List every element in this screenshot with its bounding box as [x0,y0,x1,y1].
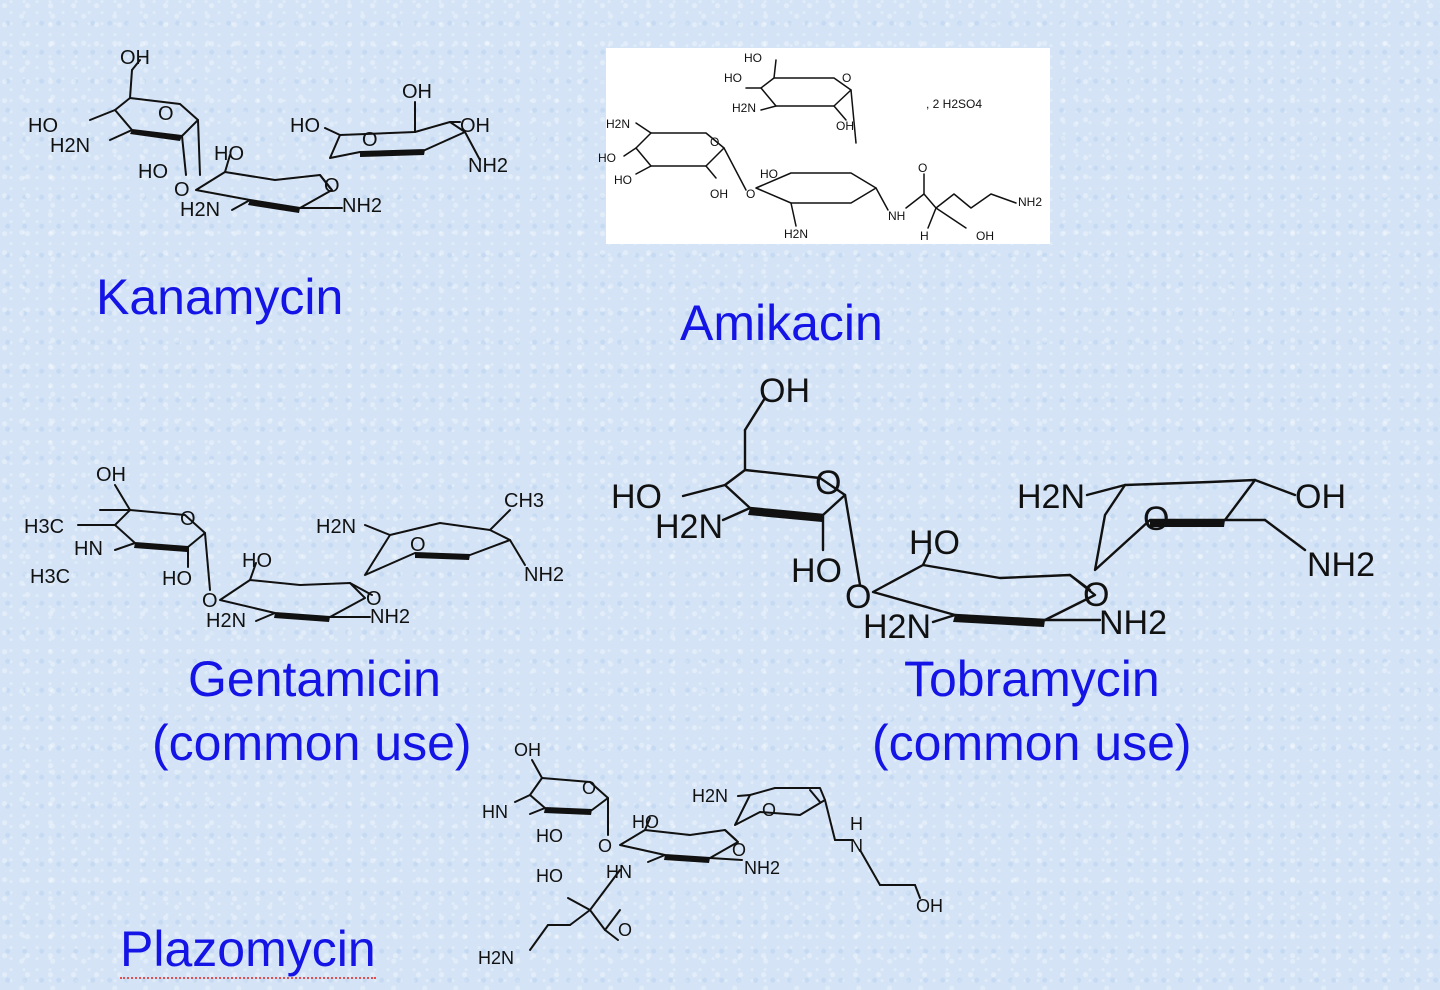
kana-atom-oh-top: OH [120,47,150,69]
tobra-atom-link-o2: O [1083,576,1109,614]
label-tobramycin: Tobramycin [904,651,1160,707]
plazo-atom-n: N [850,836,863,856]
kana-atom-oh-c2: OH [460,115,490,137]
kana-atom-nh2-c: NH2 [468,155,508,177]
gent-atom-h3c1: H3C [24,516,64,538]
label-plazomycin-text: Plazomycin [120,921,376,979]
tobramycin-structure: OH HO H2N O HO O HO H2N NH2 O H2N O OH N… [611,372,1375,646]
plazo-atom-oh1: OH [514,740,541,760]
gent-atom-ho2: HO [242,550,272,572]
gent-atom-ring-o3: O [410,534,426,556]
label-plazomycin: Plazomycin [120,918,376,980]
tobra-atom-h2n3: H2N [1017,478,1085,516]
ami-atom-h: H [920,229,929,243]
ami-atom-ring-o2: O [710,135,719,149]
tobra-atom-nh2-2: NH2 [1307,546,1375,584]
gent-atom-ho1: HO [162,568,192,590]
gent-atom-hn: HN [74,538,103,560]
plazo-atom-ho2: HO [632,812,659,832]
ami-atom-h2n3: H2N [784,227,808,241]
plazo-atom-ring-o1: O [582,778,596,798]
tobra-atom-nh2-1: NH2 [1099,604,1167,642]
ami-atom-link-o: O [746,187,755,201]
kana-atom-ring-o1: O [158,103,174,125]
label-gentamicin-note: (common use) [152,715,472,771]
gent-atom-h2n1: H2N [206,610,246,632]
kana-atom-ring-o3: O [362,129,378,151]
plazomycin-structure: OH HN O HO O HO HN NH2 O H2N O H N OH HO… [478,740,943,968]
plazo-atom-ring-o3: O [762,800,776,820]
ami-atom-nh: NH [888,209,905,223]
label-gentamicin: Gentamicin [188,651,441,707]
tobra-atom-link-o1: O [845,578,871,616]
gent-atom-nh2-2: NH2 [524,564,564,586]
label-kanamycin: Kanamycin [96,269,344,325]
kana-atom-ho-left: HO [28,115,58,137]
kana-atom-h2n: H2N [50,135,90,157]
ami-atom-h2n1: H2N [732,101,756,115]
gent-atom-h3c2: H3C [30,566,70,588]
tobra-atom-ring-o1: O [815,464,841,502]
label-amikacin: Amikacin [680,295,883,351]
plazo-atom-oh2: OH [916,896,943,916]
label-tobramycin-note: (common use) [872,715,1192,771]
ami-salt: , 2 H2SO4 [926,97,982,111]
tobra-atom-ho3: HO [909,524,960,562]
ami-atom-ho4: HO [614,173,632,187]
ami-atom-oh2: OH [710,187,728,201]
plazo-atom-h: H [850,814,863,834]
ami-atom-ho5: HO [760,167,778,181]
plazo-atom-hn1: HN [482,802,508,822]
plazo-atom-link-o2: O [732,840,746,860]
kana-atom-ho-mid: HO [138,161,168,183]
kana-atom-nh2-center: NH2 [342,195,382,217]
ami-atom-ho3: HO [598,151,616,165]
plazo-atom-nh2-1: NH2 [744,858,780,878]
kana-atom-ho-center: HO [214,143,244,165]
ami-atom-carbonyl-o: O [918,161,927,175]
gent-atom-oh: OH [96,464,126,486]
plazo-atom-ho1: HO [536,826,563,846]
plazo-atom-h2n2: H2N [478,948,514,968]
ami-atom-h2n2: H2N [606,117,630,131]
amikacin-image-box: HO HO H2N O OH H2N HO HO O OH O HO H2N N… [598,48,1050,244]
ami-atom-ho1: HO [744,51,762,65]
gent-atom-link-o2: O [366,588,382,610]
tobra-atom-ho1: HO [611,478,662,516]
tobra-atom-h2n2: H2N [863,608,931,646]
tobra-atom-oh2: OH [1295,478,1346,516]
plazo-atom-h2n1: H2N [692,786,728,806]
ami-atom-oh3: OH [976,229,994,243]
kana-atom-link-o2: O [324,175,340,197]
kanamycin-structure: OH HO H2N HO O O HO H2N NH2 O OH HO OH O… [28,47,508,221]
ami-atom-oh1: OH [836,119,854,133]
tobra-atom-ring-o3: O [1143,500,1169,538]
amikacin-structure: HO HO H2N O OH H2N HO HO O OH O HO H2N N… [598,51,1042,243]
kana-atom-h2n-center: H2N [180,199,220,221]
ami-atom-nh2: NH2 [1018,195,1042,209]
gent-atom-h2n2: H2N [316,516,356,538]
kana-atom-oh-c1: OH [402,81,432,103]
tobra-atom-oh-top: OH [759,372,810,410]
ami-atom-ho2: HO [724,71,742,85]
tobra-atom-h2n1: H2N [655,508,723,546]
plazo-atom-link-o1: O [598,836,612,856]
kana-atom-ho-c: HO [290,115,320,137]
gent-atom-nh2-1: NH2 [370,606,410,628]
gentamicin-structure: OH H3C HN H3C O HO O HO H2N NH2 O H2N O … [24,464,564,632]
tobra-atom-ho2: HO [791,552,842,590]
gent-atom-ring-o1: O [180,508,196,530]
gent-atom-link-o1: O [202,590,218,612]
plazo-atom-carbonyl-o: O [618,920,632,940]
gent-atom-ch3: CH3 [504,490,544,512]
plazo-atom-ho3: HO [536,866,563,886]
kana-atom-link-o1: O [174,179,190,201]
ami-atom-ring-o1: O [842,71,851,85]
